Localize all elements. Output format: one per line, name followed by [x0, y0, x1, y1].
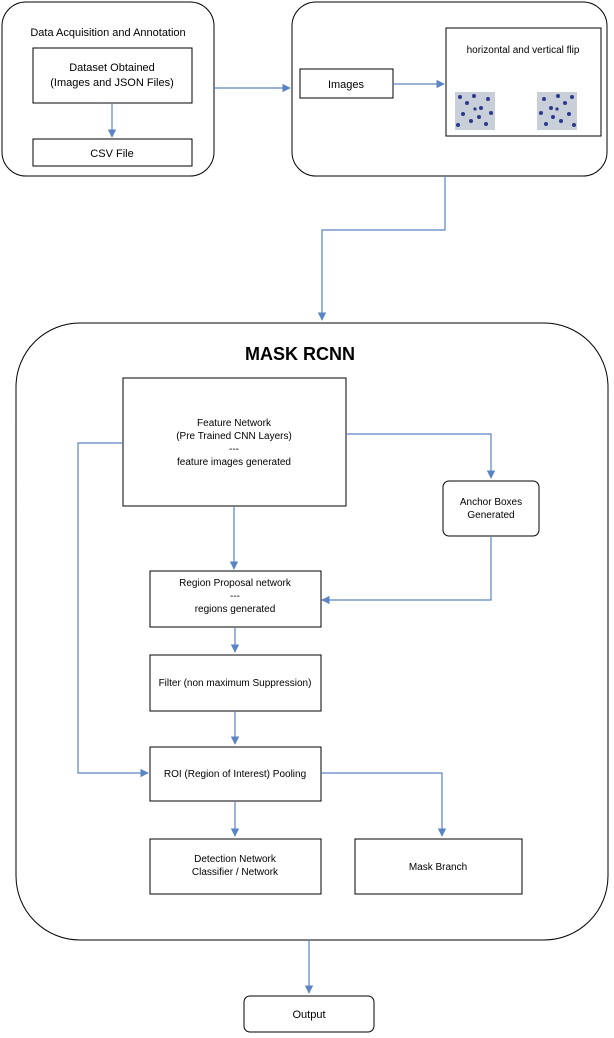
filter-box — [149, 654, 322, 712]
roi-pooling-box — [149, 746, 322, 802]
feature-label-line1: Feature Network — [197, 418, 272, 429]
detection-network-box — [149, 838, 322, 895]
acquisition-title: Data Acquisition and Annotation — [30, 27, 185, 39]
detection-label-line2: Classifier / Network — [192, 867, 279, 878]
roi-label: ROI (Region of Interest) Pooling — [164, 769, 306, 780]
mask-branch-box — [354, 838, 523, 895]
anchor-boxes-box — [442, 480, 540, 537]
detection-label-line1: Detection Network — [194, 854, 277, 865]
feature-label-line3: --- — [229, 444, 239, 455]
csv-label: CSV File — [90, 148, 133, 160]
feature-label-line2: (Pre Trained CNN Layers) — [176, 431, 292, 442]
connector-feature-to-anchor — [346, 433, 496, 479]
mask-branch-label: Mask Branch — [409, 862, 467, 873]
filter-label: Filter (non maximum Suppression) — [159, 678, 312, 689]
anchor-label-line1: Anchor Boxes — [460, 497, 522, 508]
dataset-box — [32, 47, 193, 104]
dataset-label-line1: Dataset Obtained — [69, 62, 155, 74]
output-box — [243, 995, 375, 1033]
connector-augmentation-to-maskrcnn — [317, 176, 446, 321]
output-label: Output — [292, 1009, 325, 1021]
flip-title: horizontal and vertical flip — [467, 45, 580, 56]
rpn-box — [149, 570, 322, 628]
rpn-label-line1: Region Proposal network — [179, 578, 292, 589]
anchor-label-line2: Generated — [467, 510, 514, 521]
dataset-label-line2: (Images and JSON Files) — [50, 77, 173, 89]
csv-box — [32, 138, 193, 167]
connector-feature-to-roi — [77, 442, 149, 778]
images-label: Images — [328, 79, 365, 91]
images-box — [299, 68, 394, 99]
connector-anchor-to-rpn — [321, 536, 492, 605]
feature-label-line4: feature images generated — [177, 457, 291, 468]
flip-thumbnail-original — [455, 92, 495, 130]
maskrcnn-title: MASK RCNN — [245, 344, 355, 364]
connector-roi-to-mask — [321, 772, 447, 837]
rpn-label-line2: --- — [230, 591, 240, 602]
feature-network-box — [122, 377, 347, 507]
flip-thumbnail-flipped — [537, 92, 577, 130]
rpn-label-line3: regions generated — [195, 604, 276, 615]
